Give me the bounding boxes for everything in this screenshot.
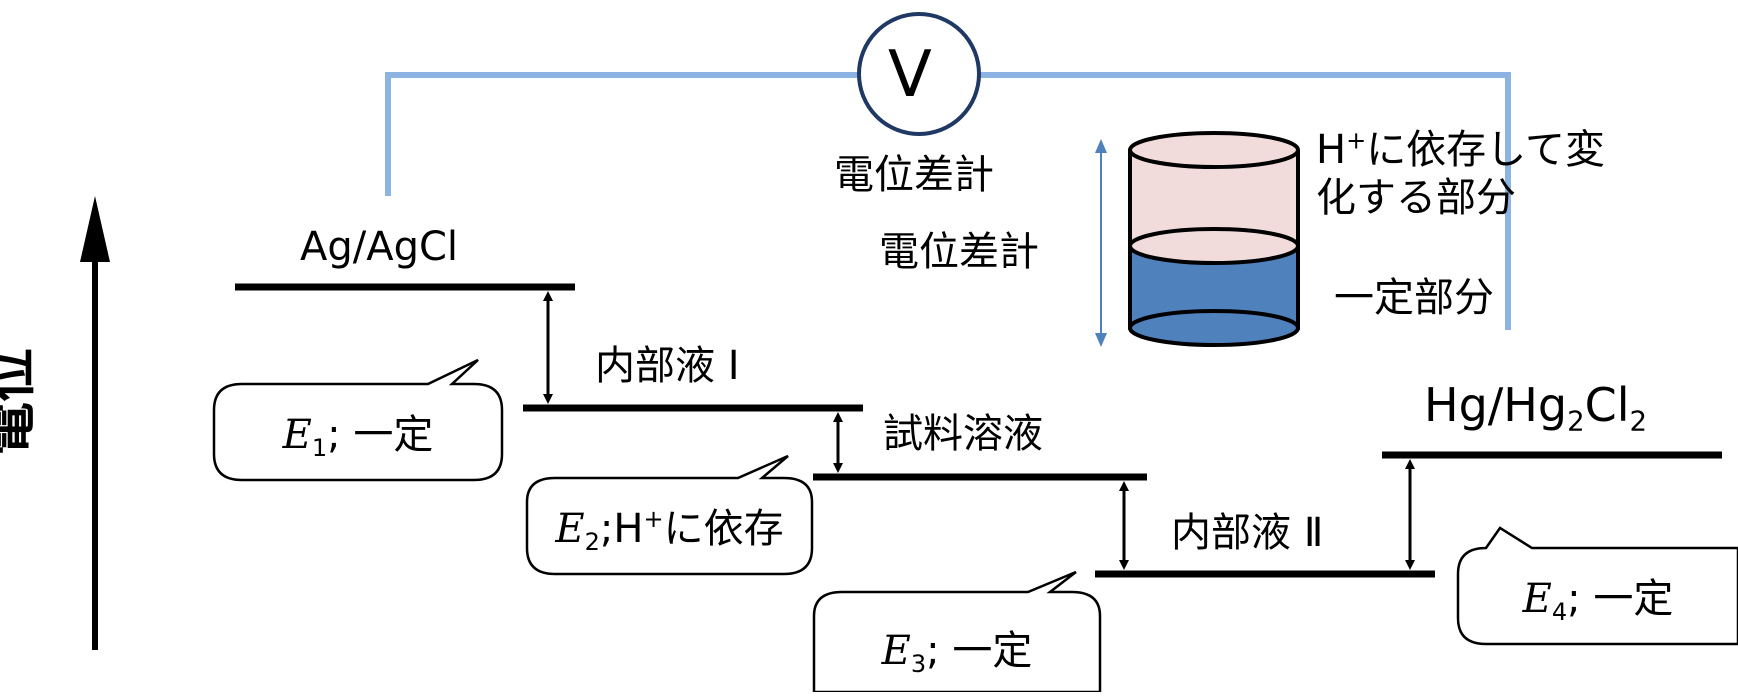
callout-e1-bubble — [212, 358, 504, 482]
cylinder-illustration — [1128, 131, 1300, 347]
callout-e4: E4; 一定 — [1522, 575, 1674, 627]
level-label-sample: 試料溶液 — [883, 411, 1043, 457]
callout-e2-bubble — [525, 454, 814, 576]
callout-e1: E1; 一定 — [282, 411, 434, 463]
callout-e2: E2;H+に依存 — [555, 505, 784, 557]
voltmeter-icon — [857, 12, 981, 136]
callout-e4-bubble — [1456, 526, 1738, 646]
callout-e3-bubble — [812, 570, 1102, 692]
level-label-ag: Ag/AgCl — [300, 224, 459, 270]
meter-caption: 電位差計 — [834, 152, 994, 198]
level-label-internal-2: 内部液 Ⅱ — [1171, 510, 1324, 556]
potential-axis-head — [80, 196, 110, 262]
voltmeter-symbol: V — [888, 38, 932, 112]
meter-caption-duplicate: 電位差計 — [879, 229, 1039, 275]
level-label-internal-1: 内部液 Ⅰ — [595, 343, 740, 389]
level-label-hg: Hg/Hg2Cl2 — [1424, 378, 1648, 438]
potential-axis-label: 電位 — [0, 348, 41, 456]
cylinder-bottom-label: 一定部分 — [1334, 275, 1494, 321]
cylinder-top-label: H+に依存して変 化する部分 — [1316, 126, 1605, 221]
callout-e3: E3; 一定 — [881, 627, 1033, 679]
